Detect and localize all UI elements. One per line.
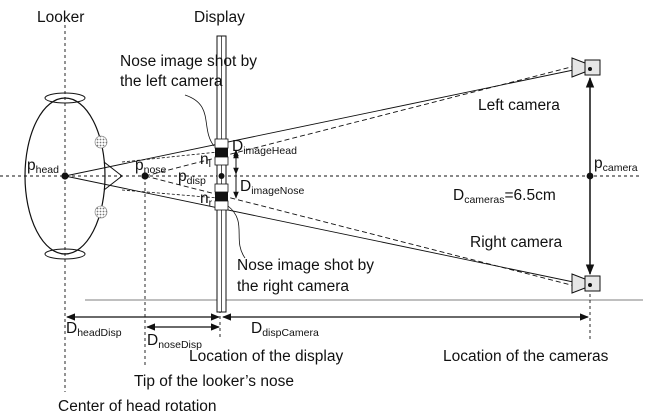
camera-center-point — [586, 172, 594, 180]
p-disp-label: pdisp — [178, 168, 206, 187]
nose-left-caption-line1: Nose image shot by — [120, 53, 257, 70]
p-head-label: phead — [27, 157, 59, 176]
display-location-label: Location of the display — [189, 348, 343, 365]
d-nose-disp-label: DnoseDisp — [147, 332, 202, 351]
d-head-disp-label: DheadDisp — [66, 320, 122, 339]
right-camera-icon — [571, 273, 601, 294]
d-image-head-label: DimageHead — [232, 138, 297, 157]
right-camera-label: Right camera — [470, 234, 563, 251]
nose-right-caption-line1: Nose image shot by — [237, 257, 374, 274]
n-right-label: nr — [200, 190, 213, 209]
display-label: Display — [194, 9, 245, 26]
n-left-label: nl — [200, 151, 211, 170]
eye-lower — [94, 205, 108, 219]
display-panel — [214, 35, 229, 313]
leader-right-caption — [227, 205, 246, 259]
left-camera-label: Left camera — [478, 97, 560, 114]
head-center-label: Center of head rotation — [58, 398, 217, 415]
display-center-point — [218, 173, 225, 179]
nose-ray-lower — [121, 189, 219, 199]
d-disp-camera-label: DdispCamera — [251, 320, 319, 339]
leader-left-caption — [184, 94, 215, 147]
camera-location-label: Location of the cameras — [443, 348, 609, 365]
left-camera-icon — [571, 57, 601, 78]
looker-label: Looker — [37, 9, 84, 26]
d-cameras-label: Dcameras=6.5cm — [453, 187, 556, 206]
eye-upper — [94, 135, 108, 149]
p-camera-label: pcamera — [594, 155, 638, 174]
p-nose-label: pnose — [135, 157, 167, 176]
nose-left-caption-line2: the left camera — [120, 73, 223, 90]
d-image-nose-label: DimageNose — [240, 178, 304, 197]
nose-right-caption-line2: the right camera — [237, 278, 349, 295]
nose-ray-upper — [121, 151, 219, 163]
nose-tip-label: Tip of the looker’s nose — [134, 373, 294, 390]
